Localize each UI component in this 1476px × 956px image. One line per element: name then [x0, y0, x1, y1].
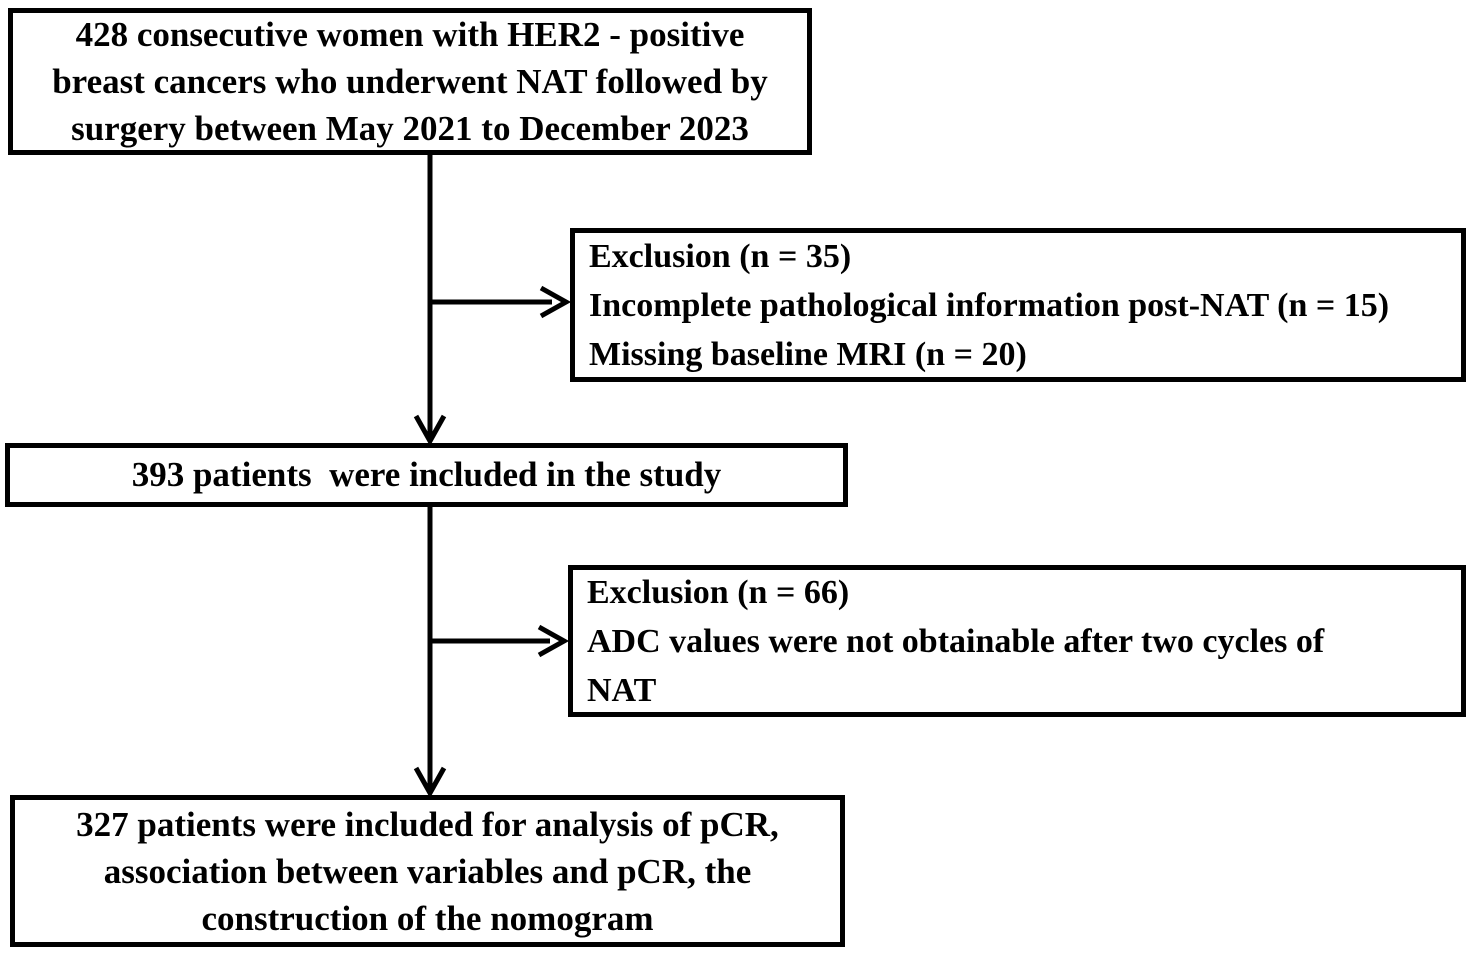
box-included-study: 393 patients were included in the study	[5, 443, 848, 507]
arrow-branch-to-exclusion-1	[428, 285, 572, 319]
arrowhead-right-icon	[537, 624, 570, 658]
arrow-included-to-final	[413, 507, 447, 799]
box-exclusion-2: Exclusion (n = 66) ADC values were not o…	[568, 565, 1466, 717]
arrow-initial-to-included	[413, 155, 447, 447]
final-analysis-text: 327 patients were included for analysis …	[76, 804, 779, 938]
box-initial-cohort: 428 consecutive women with HER2 - positi…	[8, 8, 812, 155]
arrowhead-down-icon	[413, 766, 447, 799]
initial-cohort-text: 428 consecutive women with HER2 - positi…	[52, 15, 768, 148]
arrow-branch-to-exclusion-2	[428, 624, 570, 658]
exclusion-1-text: Exclusion (n = 35) Incomplete pathologic…	[589, 237, 1390, 373]
box-exclusion-1: Exclusion (n = 35) Incomplete pathologic…	[570, 228, 1466, 382]
arrowhead-down-icon	[413, 414, 447, 447]
exclusion-2-text: Exclusion (n = 66) ADC values were not o…	[587, 573, 1325, 709]
arrowhead-right-icon	[539, 285, 572, 319]
box-final-analysis: 327 patients were included for analysis …	[10, 795, 845, 947]
included-study-text: 393 patients were included in the study	[131, 455, 722, 494]
